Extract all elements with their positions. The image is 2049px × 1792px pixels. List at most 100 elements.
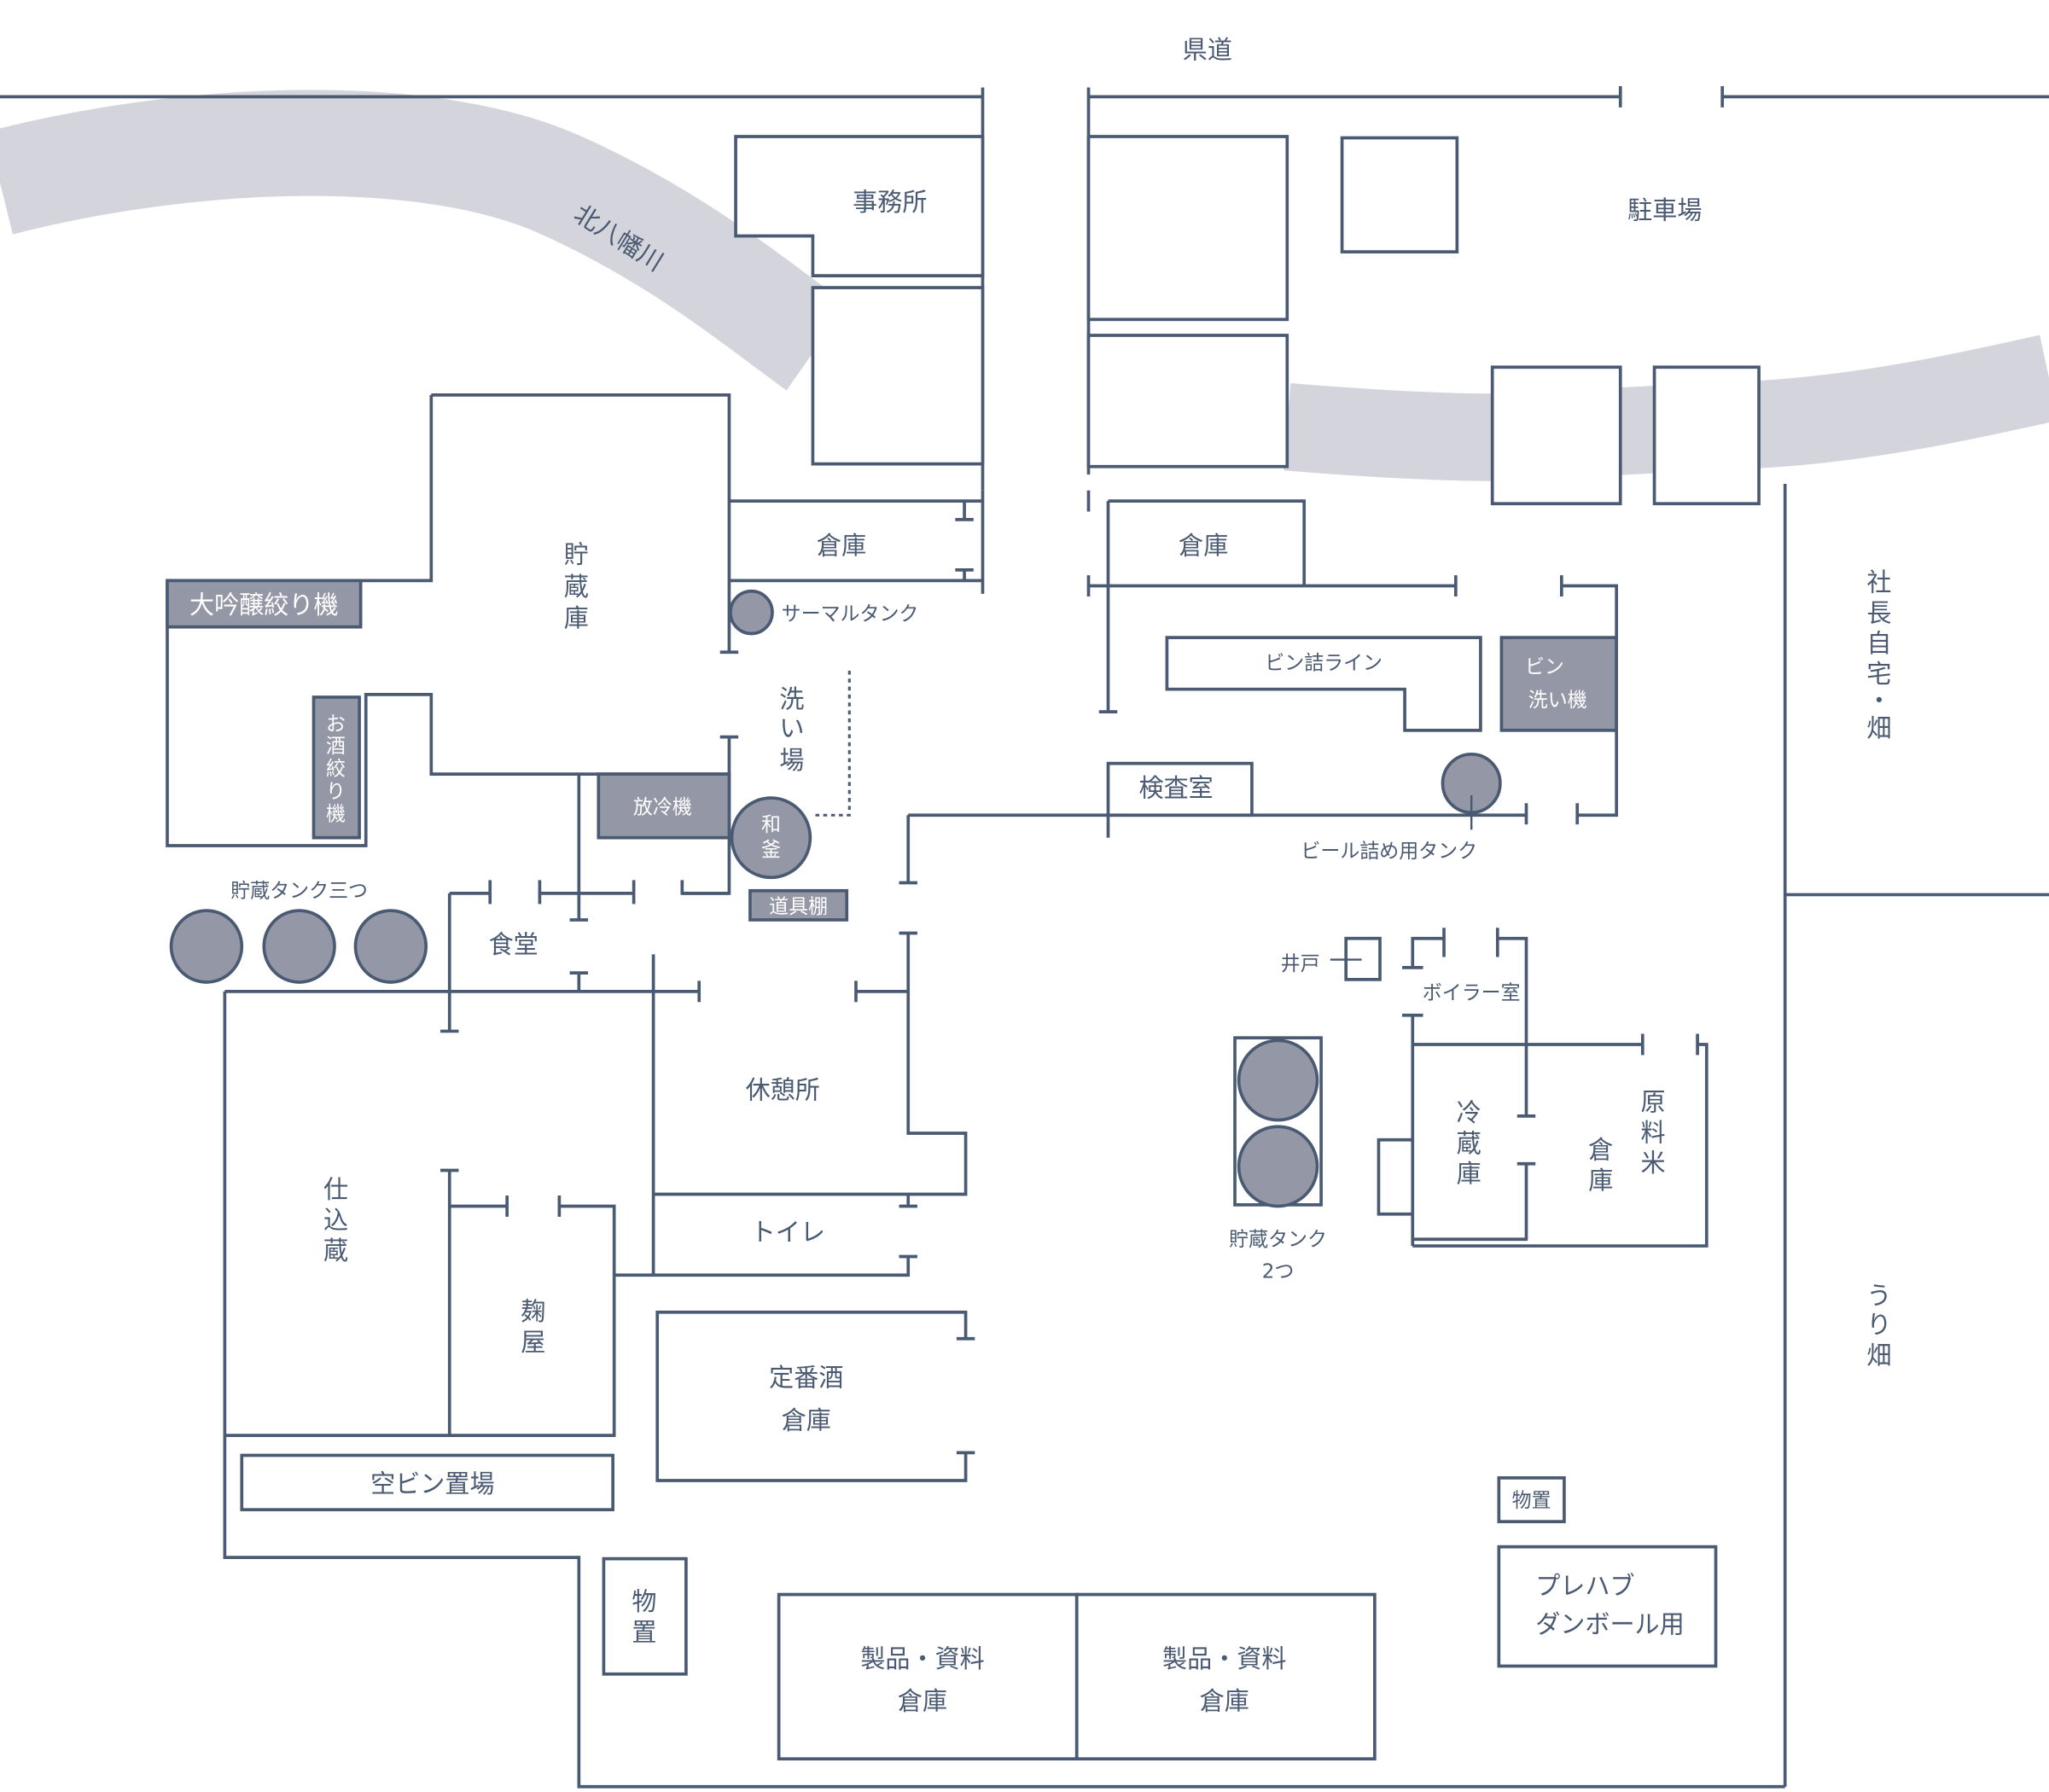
svg-text:製品・資料: 製品・資料 bbox=[1162, 1644, 1286, 1673]
cold-storage-label: 冷 蔵 庫 bbox=[1457, 1098, 1481, 1189]
building-bridge-1 bbox=[1490, 365, 1622, 506]
empty-bottle-area bbox=[240, 1453, 614, 1512]
product-warehouse-2 bbox=[1074, 1592, 1377, 1761]
svg-text:畑: 畑 bbox=[1866, 713, 1891, 742]
storage-tanks-three-label: 貯蔵タンク三つ bbox=[230, 880, 368, 902]
svg-text:製品・資料: 製品・資料 bbox=[860, 1644, 984, 1673]
tool-shelf-label: 道具棚 bbox=[769, 896, 828, 918]
svg-text:仕: 仕 bbox=[323, 1175, 348, 1204]
boiler-room-label: ボイラー室 bbox=[1423, 982, 1521, 1004]
svg-text:冷: 冷 bbox=[1457, 1098, 1481, 1127]
svg-text:畑: 畑 bbox=[1866, 1341, 1891, 1370]
inspection-room-label: 検査室 bbox=[1138, 773, 1213, 802]
svg-text:自: 自 bbox=[1866, 629, 1891, 658]
svg-text:場: 場 bbox=[779, 746, 804, 775]
svg-text:い: い bbox=[779, 713, 804, 742]
svg-text:絞: 絞 bbox=[326, 759, 346, 781]
svg-text:庫: 庫 bbox=[564, 603, 589, 632]
svg-text:物: 物 bbox=[632, 1587, 656, 1616]
storage-shed-right-label: 物置 bbox=[1512, 1490, 1551, 1512]
svg-text:蔵: 蔵 bbox=[1457, 1129, 1481, 1158]
storage-tanks-three bbox=[169, 909, 428, 984]
svg-text:う: う bbox=[1866, 1281, 1891, 1310]
river-west bbox=[0, 90, 847, 391]
bottle-washer-label: ビン 洗い機 bbox=[1525, 656, 1587, 712]
road-label: 県道 bbox=[1183, 35, 1232, 64]
office-building bbox=[734, 135, 985, 277]
storage-shed-left-label: 物 置 bbox=[632, 1587, 656, 1647]
svg-text:倉庫: 倉庫 bbox=[782, 1405, 831, 1434]
svg-text:和: 和 bbox=[761, 814, 781, 836]
brewing-house-walls bbox=[223, 991, 1785, 1789]
svg-text:り: り bbox=[1866, 1310, 1891, 1339]
inspection-room bbox=[1106, 761, 1254, 817]
building-small bbox=[1340, 136, 1459, 253]
svg-text:機: 機 bbox=[326, 803, 346, 825]
storage-shed-left bbox=[602, 1556, 688, 1676]
river-east bbox=[1284, 335, 2049, 481]
storage-warehouse-walls bbox=[166, 393, 739, 895]
svg-text:釜: 釜 bbox=[761, 839, 781, 861]
building-west bbox=[811, 286, 985, 466]
cooler bbox=[597, 772, 731, 840]
standard-sake-warehouse-label: 定番酒 倉庫 bbox=[769, 1364, 843, 1435]
kettle bbox=[730, 796, 812, 880]
washing-area-boundary bbox=[812, 670, 851, 817]
svg-text:倉庫: 倉庫 bbox=[898, 1687, 947, 1716]
building-north bbox=[1086, 135, 1289, 322]
svg-text:洗: 洗 bbox=[779, 684, 804, 713]
sake-press-label: お 酒 絞 り 機 bbox=[326, 713, 346, 826]
tool-shelf bbox=[748, 888, 849, 922]
building-river bbox=[1086, 334, 1289, 468]
storehouse-right-label: 倉庫 bbox=[1179, 531, 1228, 560]
svg-text:ダンボール用: ダンボール用 bbox=[1535, 1609, 1685, 1638]
president-home-label: 社 長 自 宅 ・ 畑 bbox=[1866, 568, 1891, 743]
svg-text:庫: 庫 bbox=[1457, 1159, 1481, 1188]
svg-text:料: 料 bbox=[1640, 1118, 1665, 1147]
toilet-label: トイレ bbox=[751, 1218, 825, 1247]
washing-area-label: 洗 い 場 bbox=[779, 684, 804, 775]
standard-sake-warehouse bbox=[655, 1310, 975, 1482]
svg-text:蔵: 蔵 bbox=[323, 1236, 348, 1265]
svg-text:屋: 屋 bbox=[521, 1328, 545, 1357]
rice-storage-label: 原 料 米 倉 庫 bbox=[1588, 1087, 1665, 1195]
parking-label: 駐車場 bbox=[1627, 195, 1702, 224]
svg-text:麹: 麹 bbox=[521, 1297, 545, 1326]
kettle-label: 和 釜 bbox=[761, 814, 781, 862]
svg-text:社: 社 bbox=[1866, 568, 1891, 597]
svg-text:長: 長 bbox=[1866, 598, 1891, 627]
svg-text:蔵: 蔵 bbox=[564, 572, 589, 601]
bottling-line bbox=[1165, 636, 1482, 732]
bottle-washer bbox=[1499, 636, 1618, 732]
storehouse-left-label: 倉庫 bbox=[817, 531, 866, 560]
east-boundary bbox=[1783, 483, 2049, 1787]
storehouse-right-walls bbox=[1086, 490, 1458, 713]
daiginjo-press bbox=[166, 579, 363, 629]
lounge-label: 休憩所 bbox=[746, 1075, 820, 1104]
svg-text:定番酒: 定番酒 bbox=[769, 1364, 843, 1393]
storage-warehouse-label: 貯 蔵 庫 bbox=[564, 540, 589, 633]
beer-tank-label: ビール詰め用タンク bbox=[1301, 841, 1477, 863]
svg-text:洗い機: 洗い機 bbox=[1528, 689, 1587, 712]
svg-text:倉: 倉 bbox=[1588, 1135, 1613, 1164]
bottling-line-label: ビン詰ライン bbox=[1265, 652, 1382, 674]
bottling-walls bbox=[1560, 575, 1618, 825]
sake-press bbox=[311, 695, 361, 840]
storage-tanks-two-label: 貯蔵タンク 2つ bbox=[1229, 1229, 1327, 1283]
svg-text:倉庫: 倉庫 bbox=[1200, 1687, 1249, 1716]
thermal-tank bbox=[729, 589, 774, 636]
svg-text:米: 米 bbox=[1640, 1149, 1665, 1178]
koji-room-label: 麹 屋 bbox=[521, 1297, 545, 1357]
svg-text:2つ: 2つ bbox=[1262, 1260, 1295, 1283]
svg-text:宅: 宅 bbox=[1866, 660, 1891, 689]
cooler-label: 放冷機 bbox=[633, 797, 692, 819]
svg-text:込: 込 bbox=[323, 1206, 348, 1235]
prefab-label: プレハブ ダンボール用 bbox=[1535, 1571, 1685, 1638]
svg-text:貯: 貯 bbox=[564, 540, 589, 569]
prefab bbox=[1497, 1545, 1718, 1668]
svg-text:お: お bbox=[326, 713, 346, 736]
svg-text:原: 原 bbox=[1640, 1087, 1665, 1116]
svg-text:ビン: ビン bbox=[1525, 656, 1564, 678]
svg-text:・: ・ bbox=[1866, 686, 1891, 715]
